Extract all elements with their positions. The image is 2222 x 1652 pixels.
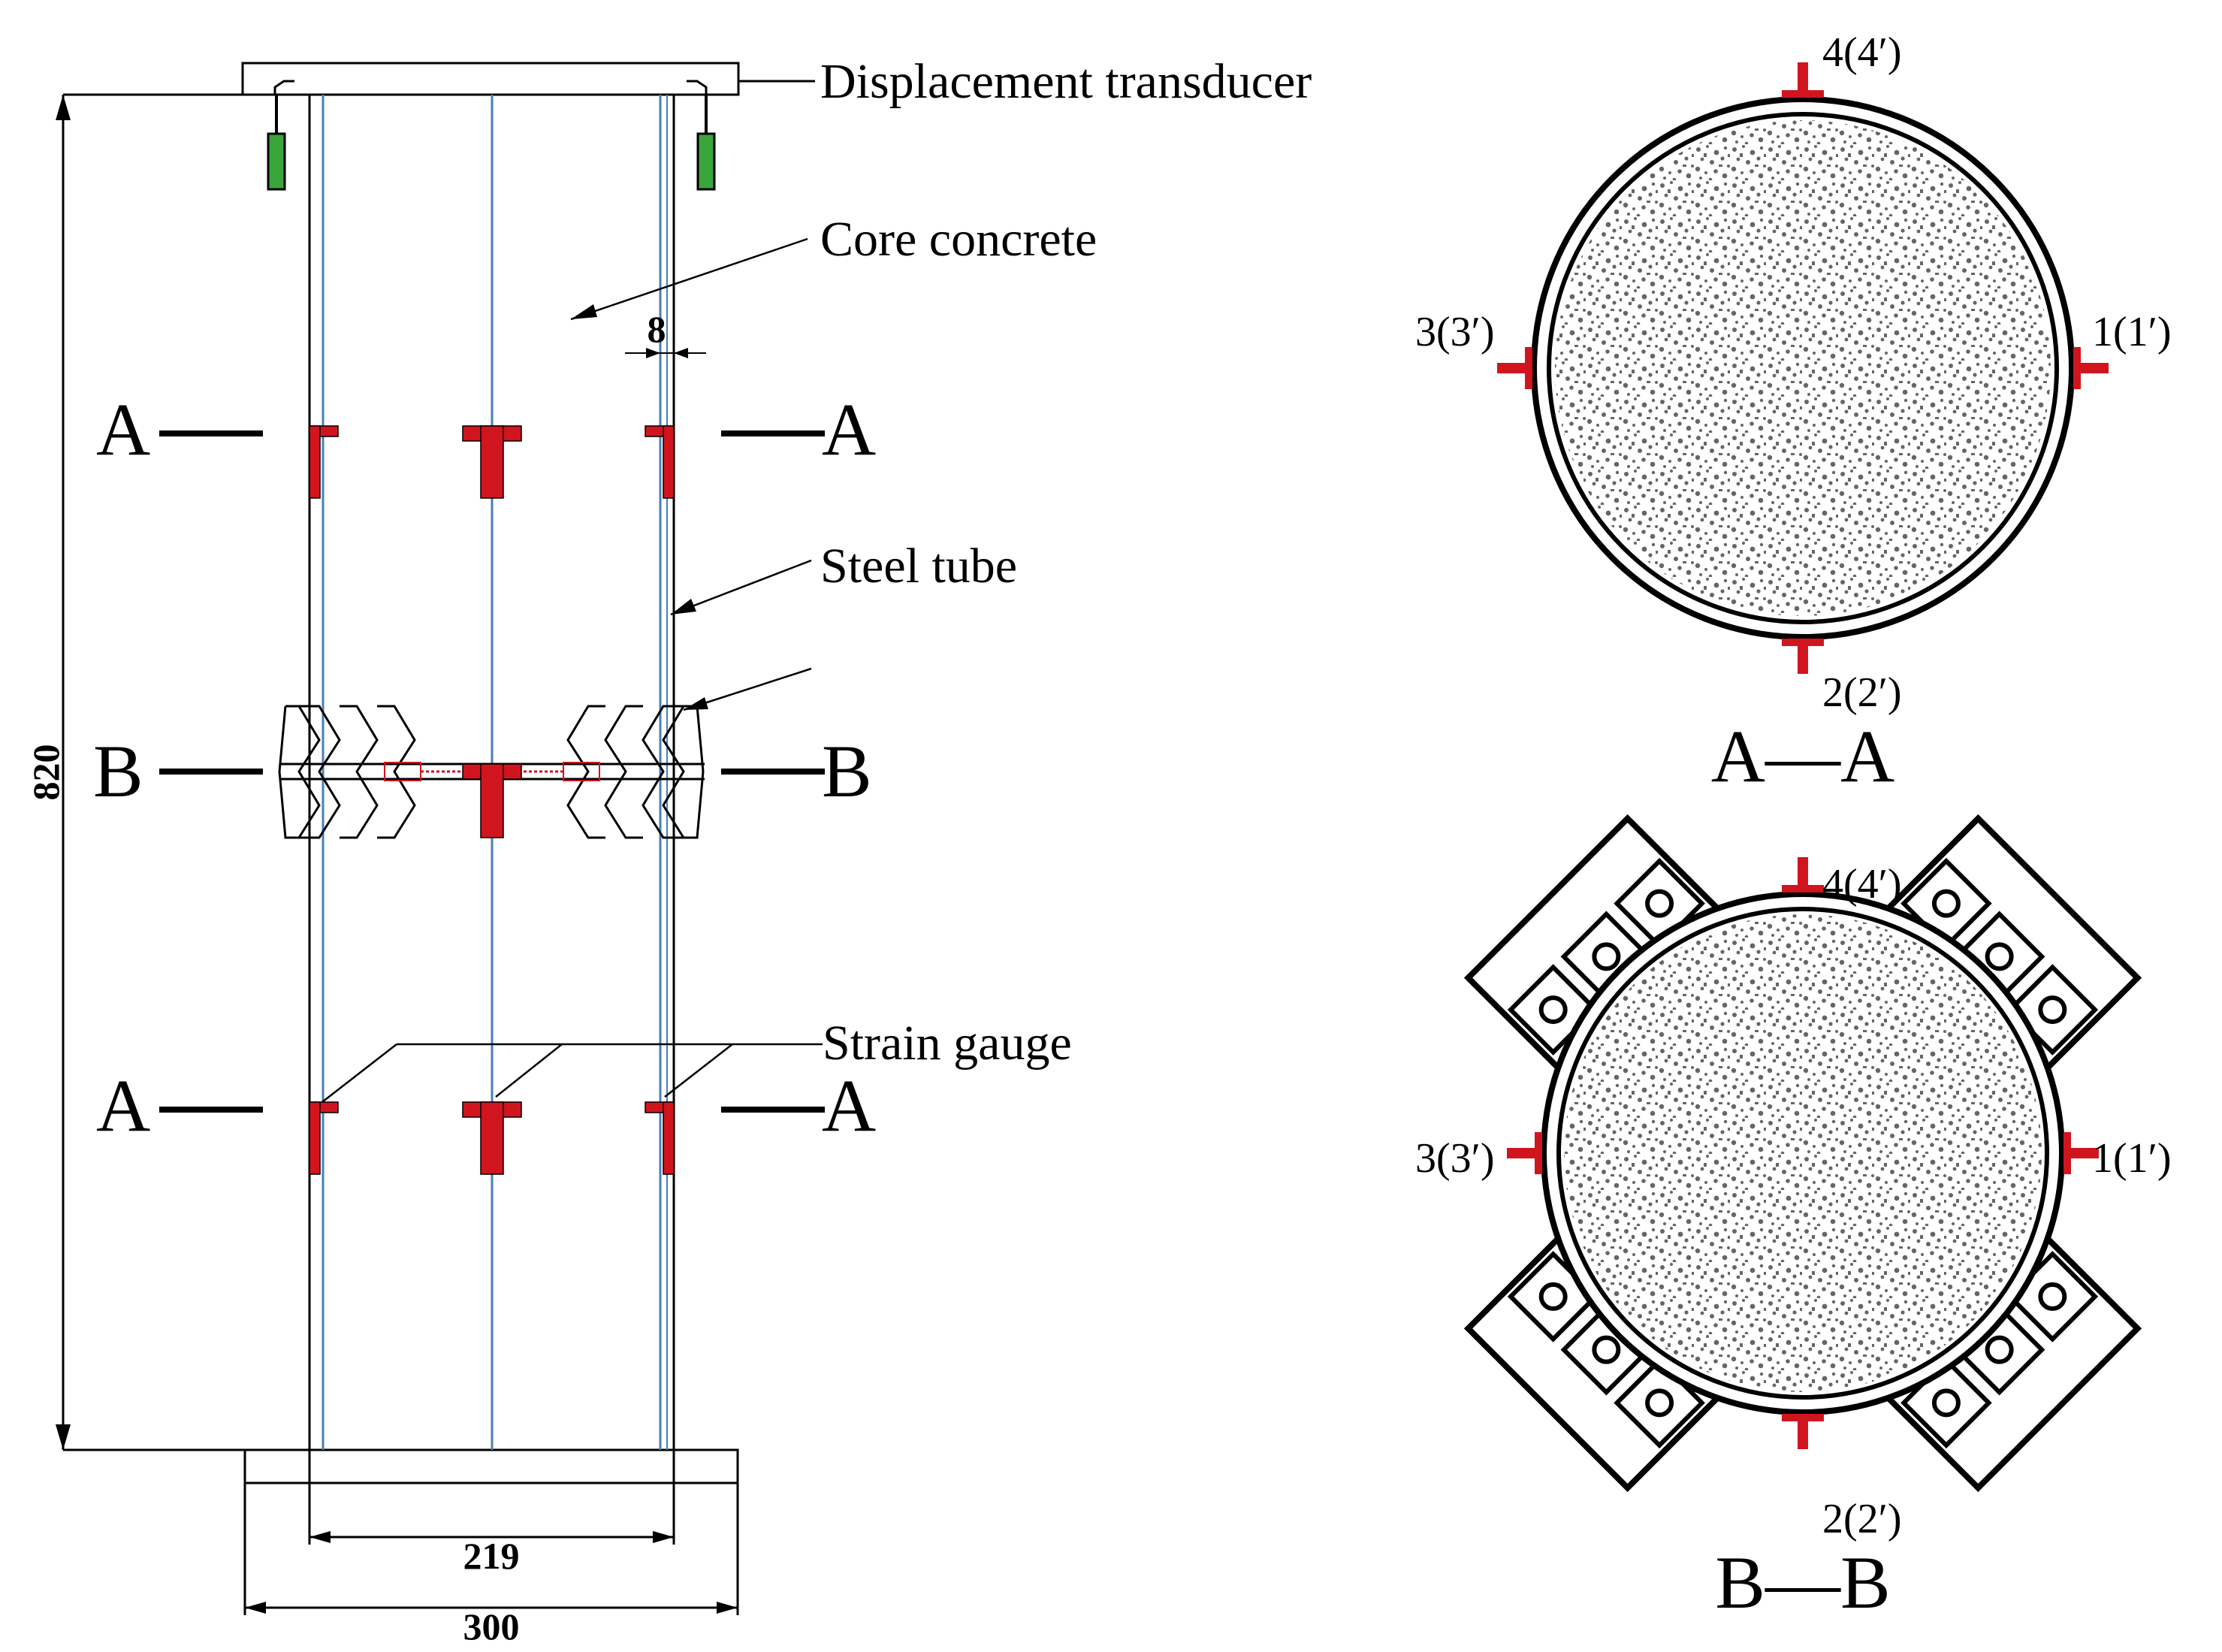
elev-gauge-right-stem-1 [663, 1101, 675, 1175]
label-steel-tube: Steel tube [820, 539, 1017, 593]
bb-gauge-3-label: 3(3′) [1415, 1135, 1495, 1182]
section-mark-a-left-top: A [96, 388, 150, 471]
bb-gauge-1-base [2064, 1132, 2071, 1174]
arrow-219-left [309, 1531, 331, 1543]
aa-gauge-2-stem [1798, 640, 1808, 674]
bb-gauge-2-label: 2(2′) [1822, 1496, 1902, 1542]
elevation-strain-gauges [309, 425, 675, 1175]
elev-gauge-right-stem-0 [663, 425, 675, 499]
bb-bolt-2-2 [1931, 1388, 1961, 1418]
aa-gauge-1-label: 1(1′) [2092, 309, 2172, 355]
bb-inner-ring [1556, 907, 2049, 1400]
strain-gauge-leader-mid [495, 1043, 563, 1098]
elev-gauge-center-stem-0 [480, 425, 504, 499]
section-mark-a-right-top: A [822, 388, 876, 471]
bb-section-title: B—B [1715, 1541, 1890, 1624]
bb-bolt-0-0 [1538, 995, 1568, 1025]
top-plate [241, 62, 740, 96]
aa-gauge-2-label: 2(2′) [1822, 669, 1902, 716]
section-mark-a-left-bottom: A [96, 1064, 150, 1147]
elev-gauge-center-stem-1 [480, 1101, 504, 1175]
section-mark-b-left: B [93, 729, 143, 813]
column-elevation [62, 62, 825, 1615]
label-strain-gauge: Strain gauge [823, 1016, 1072, 1071]
bb-gauge-1-label: 1(1′) [2092, 1135, 2172, 1182]
aa-gauge-1-base [2073, 347, 2081, 389]
strain-gauge-leader-right [664, 1043, 733, 1098]
transducer-right [696, 132, 716, 191]
bb-bolt-0-1 [1592, 942, 1621, 971]
dim-base-width: 300 [463, 1605, 520, 1647]
arrow-300-left [245, 1602, 266, 1614]
arrow-219-right [653, 1531, 674, 1543]
bb-bolt-3-0 [1645, 1388, 1674, 1418]
bb-gauge-4-stem [1798, 857, 1808, 891]
section-strain-gauges [1497, 62, 2109, 1449]
arrow-height-top [56, 95, 71, 120]
arrow-steel-tube [671, 599, 696, 615]
section-mark-a-right-bottom: A [822, 1064, 876, 1147]
section-mark-b-right: B [822, 729, 872, 813]
bb-bolt-2-0 [2038, 1282, 2067, 1311]
bb-bolt-1-1 [1985, 942, 2014, 971]
bb-bolt-3-2 [1538, 1282, 1568, 1311]
bb-core-concrete [1564, 914, 2042, 1392]
dim-height: 820 [25, 744, 67, 801]
strain-gauge-leader-left [319, 1043, 397, 1105]
base-plate [243, 1448, 739, 1484]
label-displacement-transducer: Displacement transducer [820, 54, 1312, 109]
aa-gauge-3-label: 3(3′) [1415, 309, 1495, 355]
aa-gauge-4-base [1782, 90, 1824, 98]
elev-gauge-b-stem [480, 763, 504, 838]
aa-inner-ring [1547, 112, 2059, 624]
displacement-transducers [267, 80, 716, 191]
aa-gauge-3-stem [1497, 363, 1531, 373]
bb-bolt-2-1 [1985, 1335, 2014, 1364]
bb-bolt-0-2 [1645, 889, 1674, 918]
aa-outer-ring [1531, 96, 2075, 640]
bb-gauge-1-stem [2065, 1148, 2099, 1158]
bb-gauge-3-base [1535, 1132, 1542, 1174]
bb-bolt-1-2 [2038, 995, 2067, 1025]
aa-gauge-4-label: 4(4′) [1822, 29, 1902, 76]
bb-bolt-1-0 [1931, 889, 1961, 918]
aa-gauge-1-stem [2075, 363, 2109, 373]
label-core-concrete: Core concrete [820, 212, 1097, 267]
aa-core-concrete [1555, 120, 2051, 616]
arrow-core-concrete [571, 304, 597, 319]
dim-inner-width: 219 [463, 1535, 520, 1577]
transducer-left [267, 132, 286, 191]
aa-gauge-4-stem [1798, 62, 1808, 96]
bb-gauge-3-stem [1507, 1148, 1541, 1158]
arrowheads [56, 95, 738, 1614]
aa-gauge-2-base [1782, 639, 1824, 646]
aa-section-title: A—A [1711, 714, 1894, 798]
bb-gauge-2-base [1782, 1414, 1824, 1421]
aa-gauge-3-base [1525, 347, 1532, 389]
arrow-height-bottom [56, 1424, 71, 1450]
arrow-thickness-left [646, 348, 660, 358]
arrow-stiffener [684, 697, 708, 710]
core-concrete-leader [570, 237, 808, 321]
bb-gauge-2-stem [1798, 1415, 1808, 1449]
arrow-300-right [717, 1602, 738, 1614]
bb-gauge-4-label: 4(4′) [1822, 861, 1902, 908]
elev-gauge-left-stem-1 [309, 1101, 321, 1175]
dim-thickness: 8 [648, 308, 666, 350]
bb-gauge-4-base [1782, 885, 1824, 892]
bb-bolt-3-1 [1592, 1335, 1621, 1364]
section-bb [1463, 814, 2142, 1493]
steel-tube-leader [670, 559, 812, 616]
elev-gauge-left-stem-0 [309, 425, 321, 499]
arrow-thickness-right [674, 348, 688, 358]
section-aa [1531, 96, 2075, 640]
